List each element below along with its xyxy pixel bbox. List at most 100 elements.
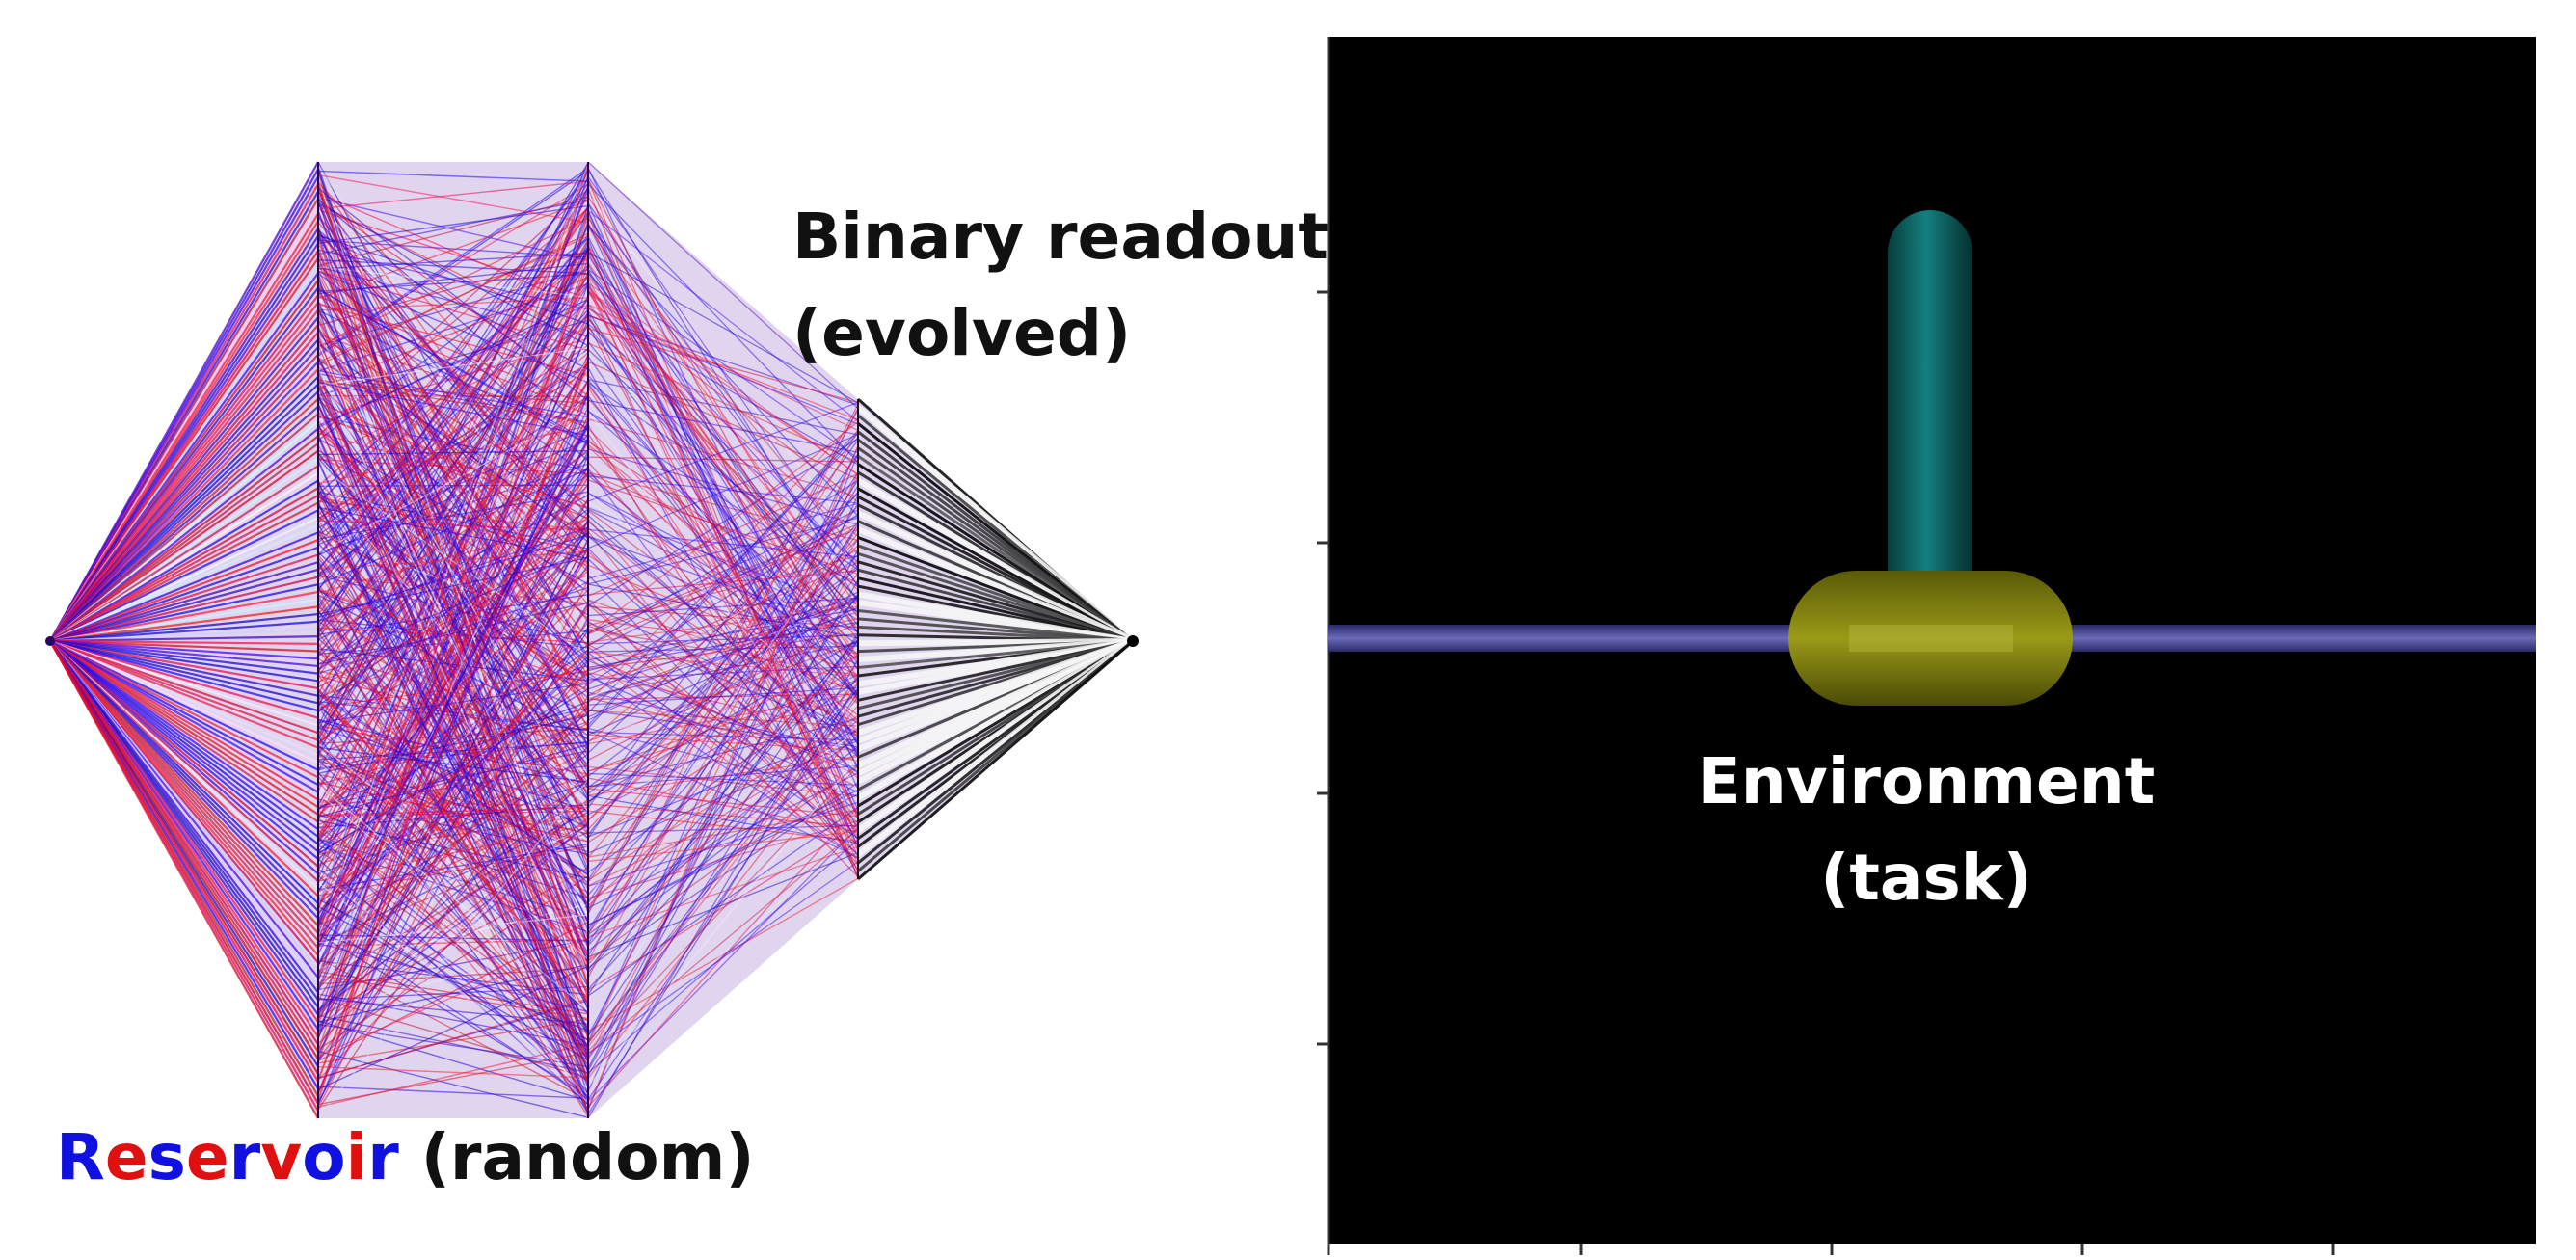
network-edge [587, 387, 859, 814]
network-edge [317, 174, 589, 224]
network-edges [49, 161, 1135, 1119]
network-edge [587, 402, 859, 502]
network-edge [317, 914, 589, 944]
network-edge [49, 583, 319, 643]
network-edge [317, 426, 589, 663]
network-edge [49, 635, 319, 643]
network-edge [317, 258, 589, 275]
network-edge [317, 312, 589, 701]
network-edge [317, 590, 589, 911]
network-edge [587, 530, 859, 866]
network-edge [587, 472, 859, 1044]
network-edge [317, 308, 589, 619]
network-edge [317, 356, 589, 924]
network-edge [317, 381, 589, 405]
network-edge [587, 183, 859, 463]
network-edge [587, 839, 859, 1074]
network-edge [317, 216, 589, 657]
network-edge [317, 870, 589, 1103]
network-edge [49, 639, 319, 675]
network-edge [317, 292, 589, 710]
network-edge [317, 965, 589, 1090]
network-edge [587, 209, 859, 422]
network-edge [317, 415, 589, 510]
reservoir-letter: r [229, 1120, 261, 1194]
network-edge [317, 271, 589, 940]
network-edge [317, 379, 589, 1114]
network-edge [587, 161, 859, 410]
network-edge [587, 809, 859, 858]
network-edge [317, 301, 589, 859]
network-edge [49, 639, 319, 727]
network-edge [587, 877, 859, 1032]
network-edge [49, 639, 319, 668]
network-edge [587, 756, 859, 1087]
network-edge [317, 407, 589, 554]
network-edge [49, 598, 319, 643]
network-edge [317, 432, 589, 508]
network-edge [587, 409, 859, 915]
network-edge [587, 399, 859, 453]
network-edge [587, 672, 859, 860]
network-edge [587, 492, 859, 632]
network-edge [317, 974, 589, 1020]
network-edge [587, 252, 859, 404]
network-edge [587, 227, 859, 608]
network-edge [587, 268, 859, 759]
network-edge [587, 651, 859, 678]
network-edge [317, 1051, 589, 1106]
network-edge [317, 474, 589, 818]
network-edge [587, 349, 859, 600]
network-edge [587, 520, 859, 752]
network-edge [317, 235, 589, 363]
network-edge [49, 640, 319, 779]
network-edge [587, 433, 859, 828]
network-edge [49, 639, 319, 697]
network-edge [317, 380, 589, 805]
network-edge [317, 526, 589, 701]
network-edge [587, 471, 859, 881]
network-edge [317, 531, 589, 847]
network-edge [317, 650, 589, 906]
network-edge [587, 468, 859, 841]
network-edge [587, 806, 859, 997]
network-edge [49, 509, 319, 642]
network-edge [317, 689, 589, 1000]
network-edge [317, 779, 589, 1119]
network-edge [587, 603, 859, 698]
network-edge [587, 823, 859, 991]
network-edge [317, 693, 589, 876]
network-edge [49, 639, 319, 653]
network-edge [317, 503, 589, 1031]
network-edge [587, 659, 859, 772]
network-edge [587, 453, 859, 1111]
network-edge [49, 640, 319, 793]
network-edge [857, 639, 1134, 881]
network-edge [317, 898, 589, 1041]
network-edge [317, 586, 589, 1062]
network-edge [49, 640, 319, 771]
network-edge [587, 273, 859, 569]
network-edge [587, 202, 859, 587]
network-edge [317, 605, 589, 785]
network-edge [587, 717, 859, 788]
network-edge [587, 591, 859, 721]
network-edge [49, 639, 319, 683]
network-edge [49, 612, 319, 643]
network-edge [587, 474, 859, 697]
reservoir-letter: R [56, 1120, 105, 1194]
environment-panel: Environment (task) [1317, 37, 2536, 1255]
network-edge [317, 963, 589, 1023]
network-edge [587, 729, 859, 838]
network-edge [587, 307, 859, 537]
network-edge [317, 421, 589, 965]
network-edge [587, 472, 859, 584]
network-edge [587, 270, 859, 735]
network-edge [317, 1086, 589, 1099]
network-edge [587, 845, 859, 938]
network-edge [317, 1020, 589, 1102]
network-edge [317, 334, 589, 429]
network-edge [587, 461, 859, 780]
network-edge [587, 658, 859, 1119]
reservoir-letter: o [302, 1120, 345, 1194]
